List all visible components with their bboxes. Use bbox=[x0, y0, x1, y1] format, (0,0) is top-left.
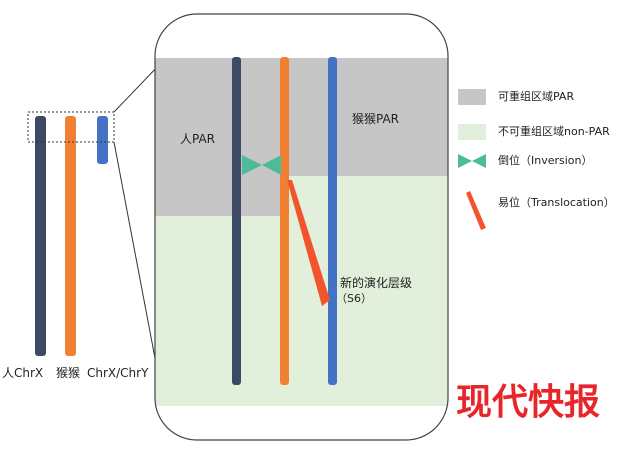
legend-par-swatch bbox=[458, 89, 486, 105]
legend-inversion-icon-right bbox=[472, 154, 486, 168]
legend-par-label: 可重组区域PAR bbox=[498, 90, 575, 103]
zoom-chr-human bbox=[232, 57, 241, 385]
zoom-chr-y bbox=[328, 57, 337, 385]
zoom-panel-frame bbox=[154, 13, 449, 441]
label-new-stratum: 新的演化层级 bbox=[340, 276, 413, 290]
label-human-chrx: 人ChrX bbox=[2, 366, 44, 380]
label-gibbon: 猴猴 bbox=[56, 366, 81, 380]
inversion-bowtie-icon bbox=[242, 155, 262, 175]
label-chrx-chry: ChrX/ChrY bbox=[87, 366, 149, 380]
watermark-text: 现代快报 bbox=[456, 381, 601, 423]
label-new-stratum-s6: （S6） bbox=[336, 292, 372, 305]
legend-nonpar-label: 不可重组区域non-PAR bbox=[498, 125, 610, 138]
translocation-slash-icon bbox=[287, 180, 330, 306]
legend-translocation-label: 易位（Translocation） bbox=[498, 196, 615, 209]
legend-translocation-icon bbox=[466, 191, 486, 230]
overview-chr-human bbox=[35, 116, 46, 356]
overview-chr-y bbox=[97, 116, 108, 164]
label-human-par: 人PAR bbox=[180, 132, 216, 146]
legend-inversion-icon bbox=[458, 154, 472, 168]
label-gibbon-par: 猴猴PAR bbox=[352, 112, 400, 126]
zoom-chr-gibbon bbox=[280, 57, 289, 385]
legend-nonpar-swatch bbox=[458, 124, 486, 140]
zoom-connector-bottom bbox=[113, 141, 163, 396]
legend-inversion-label: 倒位（Inversion） bbox=[498, 154, 593, 167]
nonpar-region-lower bbox=[155, 216, 448, 406]
zoom-panel-content bbox=[155, 14, 448, 440]
overview-selection-box bbox=[27, 111, 115, 143]
inversion-bowtie-right bbox=[262, 155, 281, 175]
nonpar-region bbox=[287, 176, 448, 216]
zoom-connector-top bbox=[113, 61, 163, 113]
par-region-top bbox=[155, 58, 448, 176]
par-region-lower-left bbox=[155, 176, 287, 216]
overview-chr-gibbon bbox=[65, 116, 76, 356]
